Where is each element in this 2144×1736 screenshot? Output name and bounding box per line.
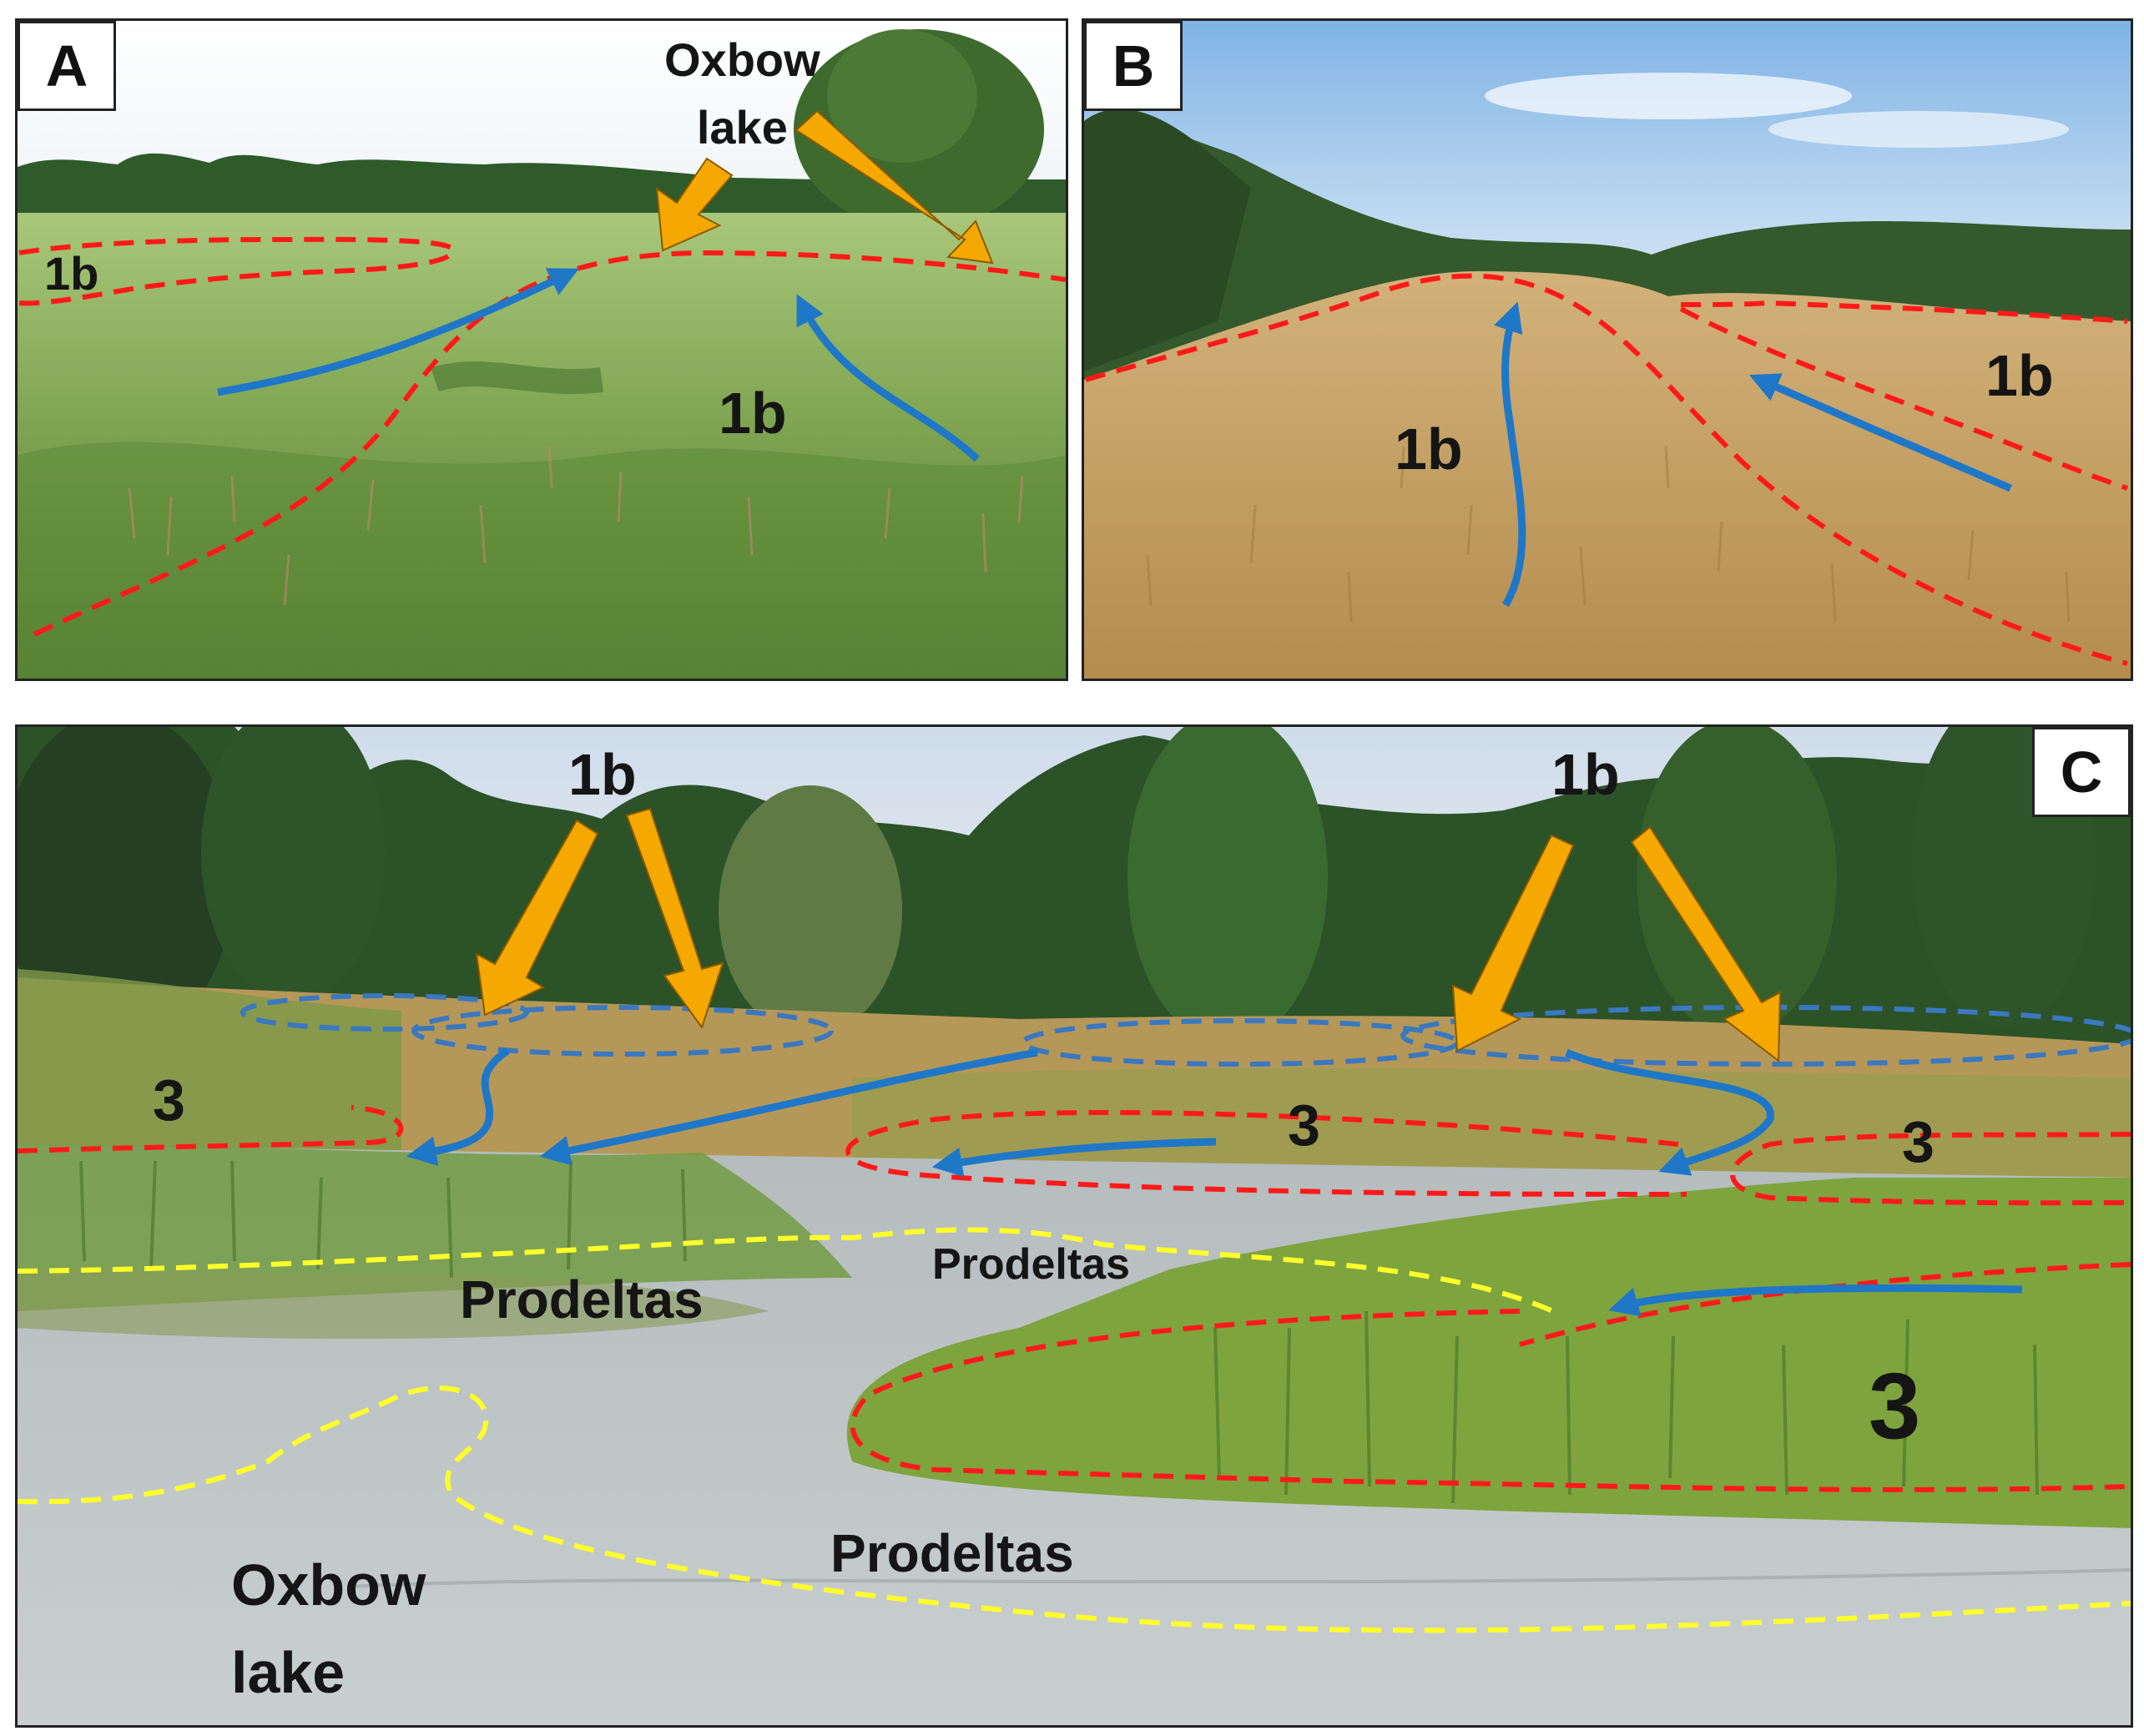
reed-bed-right [846, 1178, 2131, 1528]
panel-c-letter: C [2032, 727, 2131, 817]
oxbow-lake-label-line1: Oxbow [664, 33, 820, 86]
unit-label-1b-center: 1b [719, 381, 787, 446]
oxbow-lake-label-line1: Oxbow [231, 1552, 426, 1617]
oxbow-lake-label: Oxbow lake [664, 26, 820, 161]
crevasse-boundaries-3 [18, 1105, 2131, 1492]
panel-a-photo: A Oxbow lake 1b 1b [15, 18, 1068, 681]
unit-label-1b-right: 1b [1985, 343, 2054, 408]
panel-b-photo: B 1b 1b [1082, 18, 2133, 681]
flow-arrow-center [1494, 301, 1526, 608]
flow-arrow-left [217, 268, 579, 396]
panel-b-letter: B [1084, 21, 1183, 111]
levee-boundary-1b-right-top [1680, 300, 2128, 324]
dry-grass-field [1084, 271, 2131, 679]
panel-b-scene [1084, 21, 2131, 679]
unit-label-1b-right: 1b [1551, 742, 1620, 807]
panel-a-scene [18, 21, 1066, 679]
flow-arrow-right [796, 294, 981, 462]
unit-label-1b-left: 1b [44, 247, 99, 300]
prodelta-boundaries [18, 1227, 2131, 1633]
levee-boundary-1b-left [18, 236, 456, 306]
levee-boundary-1b-right-bottom [1679, 306, 2128, 491]
unit-label-1b-center: 1b [1395, 416, 1463, 482]
unit-label-3-big: 3 [1869, 1354, 1921, 1458]
forest [18, 727, 2131, 1077]
grass-texture [1146, 446, 2071, 623]
grass-seed-heads [128, 446, 1024, 606]
submerged-vegetation [18, 1269, 769, 1340]
levee-boundary-1b-main [1085, 273, 2128, 666]
flow-arrows-c [406, 1047, 2023, 1317]
oxbow-pointer-arrows [655, 109, 994, 265]
prodeltas-label-bottom: Prodeltas [830, 1523, 1074, 1583]
oxbow-lake-label: Oxbow lake [231, 1542, 426, 1717]
panel-c-photo: C 1b 1b 3 3 3 3 Prodeltas Prodeltas Prod… [15, 724, 2133, 1728]
reed-bed-front [18, 1144, 852, 1311]
panel-c-scene [18, 727, 2131, 1725]
levee-pointer-arrows [475, 807, 1782, 1062]
unit-label-3-right: 3 [1902, 1109, 1935, 1174]
unit-label-3-left: 3 [153, 1067, 185, 1133]
panel-a-letter: A [18, 21, 116, 111]
unit-label-1b-left: 1b [568, 742, 637, 807]
oxbow-lake-label-line2: lake [696, 101, 788, 154]
oxbow-lake-label-line2: lake [231, 1640, 346, 1705]
prodeltas-label-small: Prodeltas [932, 1240, 1130, 1289]
flow-arrow-right [1748, 373, 2012, 492]
unit-label-3-mid: 3 [1288, 1093, 1320, 1158]
prodeltas-label-left: Prodeltas [460, 1269, 704, 1330]
treeline [18, 153, 1066, 221]
dead-tree [719, 785, 902, 1036]
reed-stems [79, 1160, 2039, 1504]
